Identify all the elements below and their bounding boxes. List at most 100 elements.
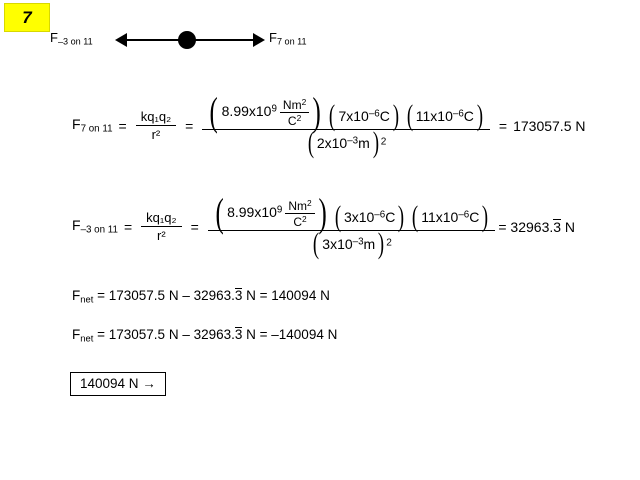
equation-1-charge1-value: 7x10 [338,108,369,124]
paren-open-icon: ( [313,227,320,260]
force-label-left-subscript: –3 on 11 [57,36,93,47]
equation-2-coulomb-formula: kq₁q₂ r² [141,209,182,244]
paren-close-icon: ) [378,227,385,260]
net-force-2-symbol: F [72,327,81,342]
net-force-2-subscript: net [80,333,94,345]
net-force-2-suffix: N = –140094 N [242,327,338,342]
equation-2-distance-power: 2 [386,237,392,249]
equation-2-constant-unit-numerator: Nm2 [285,197,315,214]
equation-2-result: = 32963.3 N [498,218,576,235]
equation-2-denominator: ( 3x10–3m ) 2 [306,227,397,260]
equation-2-lhs: F–3 on 11 [72,217,118,236]
net-force-1-suffix: N = 140094 N [242,288,330,303]
net-force-1-symbol: F [72,288,81,303]
slide-number-text: 7 [22,8,32,27]
equation-2-charge1: 3x10–6C [343,209,396,225]
equation-1-charge2-unit: C [463,108,474,124]
paren-close-icon: ) [476,99,484,132]
equation-2-repeating-digit: 3 [553,218,562,235]
final-answer-text: 140094 N → [80,376,156,391]
equation-2-charge2-group: ( 11x10–6C ) [410,200,490,233]
equation-2-charge2-value: 11x10 [421,209,459,225]
paren-open-icon: ( [334,200,342,233]
paren-open-icon: ( [412,200,419,233]
paren-close-icon: ) [482,200,489,233]
net-force-line-negative: Fnet = 173057.5 N – 32963.3 N = –140094 … [72,327,337,345]
net-force-1-prefix: = 173057.5 N – 32963. [93,288,235,303]
equation-2-result-prefix: = 32963. [498,218,554,235]
equation-1-unit-num-exp: 2 [301,96,307,107]
net-force-1-subscript: net [80,294,94,306]
equation-1-denominator: ( 2x10–3m ) 2 [301,126,392,159]
net-force-2-prefix: = 173057.5 N – 32963. [93,327,235,342]
force-label-left: F–3 on 11 [50,30,93,47]
paren-open-icon: ( [209,89,219,134]
equation-2-result-suffix: N [561,218,576,235]
equation-1-lhs-subscript: 7 on 11 [80,123,113,135]
arrow-head-left-icon [115,33,127,47]
equation-2-equals-2: = [190,218,199,235]
net-force-line-positive: Fnet = 173057.5 N – 32963.3 N = 140094 N [72,288,330,306]
paren-close-icon: ) [372,126,379,159]
net-force-2-repeating-digit: 3 [234,327,243,342]
equation-1-constant-exponent: 9 [271,103,277,115]
equation-2-distance: 3x10–3m [321,236,376,252]
paren-close-icon: ) [318,190,327,235]
equation-1-distance: 2x10–3m [316,135,371,151]
equation-1-lhs: F7 on 11 [72,116,113,135]
equation-1-lhs-symbol: F [72,116,81,133]
equation-2-lhs-subscript: –3 on 11 [80,224,118,236]
equation-2-distance-value: 3x10 [322,236,353,252]
force-arrows [115,26,265,54]
equation-2-unit-num-exp: 2 [307,197,312,208]
paren-close-icon: ) [398,200,405,233]
equation-1-result: 173057.5 N [513,117,586,134]
equation-1-unit-num-text: Nm [282,97,302,112]
equation-1-constant-value: 8.99x10 [221,102,272,119]
equation-2-formula-numerator: kq₁q₂ [141,209,182,227]
equation-2-unit-den-exp: 2 [302,213,307,224]
equation-2-constant-value: 8.99x10 [227,203,277,220]
equation-1-distance-value: 2x10 [316,135,348,151]
equation-2-charge1-exponent: –6 [374,209,386,221]
paren-open-icon: ( [215,190,224,235]
equation-2-equals-1: = [123,218,133,235]
force-label-right-symbol: F [269,30,277,45]
equation-1-charge2: 11x10–6C [415,108,475,124]
equation-2-formula-denominator: r² [157,228,166,243]
equation-2-distance-exponent: –3 [352,236,364,248]
final-answer-box: 140094 N → [70,372,166,396]
paren-open-icon: ( [307,126,314,159]
paren-close-icon: ) [392,99,399,132]
equation-1-formula-numerator: kq₁q₂ [135,108,177,126]
equation-1-equals-3: = [498,117,508,134]
equation-1-charge2-group: ( 11x10–6C ) [405,99,485,132]
paren-open-icon: ( [406,99,413,132]
equation-1-equals-1: = [118,117,127,134]
equation-1-constant-unit-numerator: Nm2 [279,96,310,113]
equation-1-formula-denominator: r² [151,127,161,142]
equation-1-unit-den-text: C [287,113,297,128]
force-diagram: F–3 on 11 F7 on 11 [50,26,370,56]
equation-2-distance-unit: m [363,236,376,252]
equation-1-charge2-exponent: –6 [452,108,464,120]
equation-1-equals-2: = [185,117,194,134]
equation-2-charge2: 11x10–6C [420,209,480,225]
equation-2-lhs-symbol: F [72,217,81,234]
arrow-head-right-icon [253,33,265,47]
paren-close-icon: ) [312,89,322,134]
equation-1-distance-group: ( 2x10–3m ) [306,126,381,159]
equation-1-charge2-value: 11x10 [415,108,453,124]
equation-2-constant-exponent: 9 [276,204,283,216]
net-force-1-repeating-digit: 3 [234,288,243,303]
force-label-right: F7 on 11 [269,30,307,47]
